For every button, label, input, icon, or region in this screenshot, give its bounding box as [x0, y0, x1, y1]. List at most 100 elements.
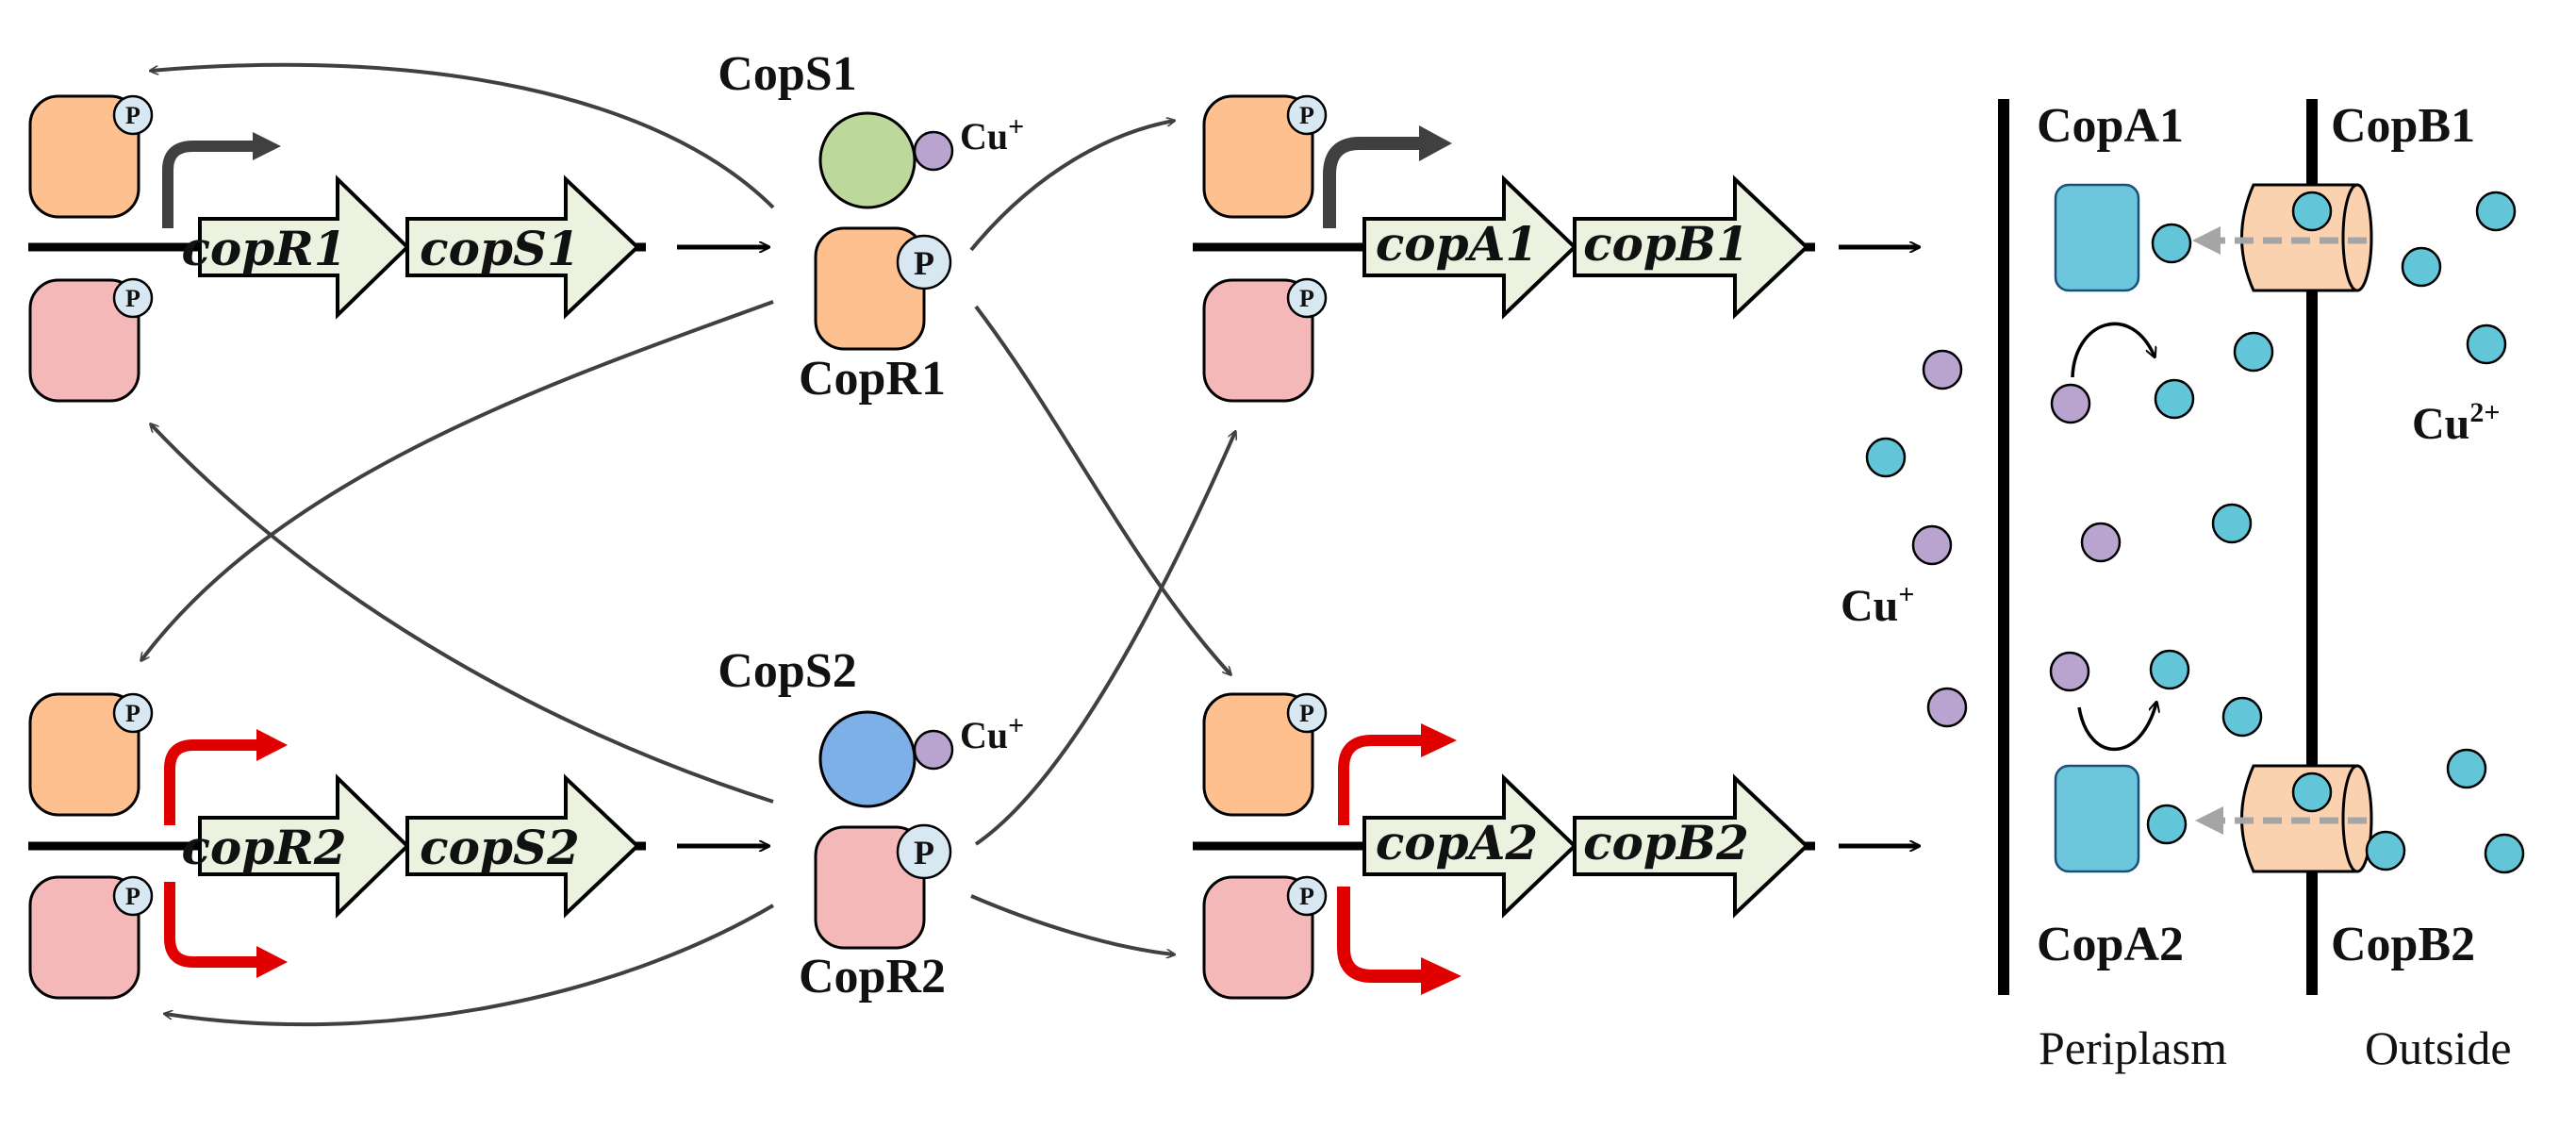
- phosphate-label: P: [125, 883, 140, 910]
- label-outside: Outside: [2365, 1021, 2512, 1074]
- cu-2plus-ion: [2233, 331, 2274, 373]
- label-copB1: CopB1: [2331, 99, 2475, 153]
- copR2-regulator: [814, 825, 926, 950]
- promoter-arrow-up: [1338, 735, 1424, 825]
- phosphate-label: P: [125, 102, 140, 129]
- promoter-arrow-head: [253, 132, 281, 160]
- cu-plus-ion: [2050, 383, 2091, 424]
- gene-label-copB2: copB2: [1583, 815, 1749, 871]
- arrow-copR1-to-copA2-promoter: [974, 305, 1230, 674]
- gene-label-copS2: copS2: [420, 820, 580, 875]
- phosphate-label: P: [1299, 883, 1314, 910]
- phosphate-label: P: [1299, 285, 1314, 312]
- oxidation-arrow: [2077, 703, 2156, 752]
- label-periplasm: Periplasm: [2039, 1021, 2227, 1074]
- gene-label-copR1: copR1: [181, 221, 346, 276]
- cu-2plus-ion: [1865, 437, 1907, 478]
- phosphate-icon: [112, 94, 154, 136]
- copR2-phospho-regulator: [28, 875, 140, 1000]
- arrow-copR2-to-copR2-promoter: [165, 904, 775, 1027]
- cu-2plus-ion: [2291, 771, 2333, 813]
- arrow-copR1-to-copR2-promoter: [141, 300, 774, 660]
- gene-arrow-copR1: [198, 174, 410, 320]
- gene-label-copA1: copA1: [1376, 216, 1538, 272]
- promoter-arrow-down: [164, 882, 259, 968]
- label-copS1: CopS1: [718, 47, 856, 101]
- gene-label-copR2: copR2: [181, 820, 346, 875]
- promoter-arrow-head: [256, 946, 288, 978]
- phosphate-label: P: [1299, 102, 1314, 129]
- gene-arrow-copA1: [1362, 174, 1577, 320]
- gene-arrow-copS2: [405, 773, 640, 919]
- operon-copA1-copB1: copA1 copB1 P P: [1193, 94, 1919, 403]
- gene-arrow-copB2: [1573, 773, 1809, 919]
- arrow-copR1-to-copR1-promoter: [151, 62, 775, 209]
- gene-arrow-copR2: [198, 773, 410, 919]
- promoter-arrow-down: [1337, 887, 1424, 983]
- gene-label-copA2: copA2: [1376, 815, 1538, 871]
- copR2-phospho-regulator: [28, 278, 140, 403]
- copR1-phospho-regulator: [1202, 94, 1314, 219]
- cu-2plus-ion: [2291, 191, 2333, 232]
- label-copA1: CopA1: [2037, 99, 2184, 153]
- gene-arrow-copB1: [1573, 174, 1809, 320]
- copA1-protein: [2054, 183, 2140, 292]
- cu-2plus-ion: [2466, 323, 2507, 365]
- phosphate-icon: [1286, 277, 1328, 319]
- copR1-phospho-regulator: [28, 692, 140, 817]
- phosphate-label: P: [1299, 700, 1314, 727]
- oxidation-arrow: [2071, 322, 2155, 378]
- copR2-phospho-regulator: [1202, 278, 1314, 403]
- cu-2plus-ion: [2149, 649, 2190, 690]
- cu-plus-ion: [1911, 524, 1953, 566]
- phosphate-icon: [1286, 692, 1328, 734]
- cu-2plus-ion: [2401, 246, 2442, 288]
- cu-plus-ion: [1922, 349, 1963, 390]
- cu-plus-ion: [913, 130, 954, 172]
- gene-arrow-copA2: [1362, 773, 1577, 919]
- copR2-phospho-regulator: [1202, 875, 1314, 1000]
- phosphate-label: P: [125, 285, 140, 312]
- cu-2plus-ion: [2146, 804, 2188, 845]
- cu-plus-ions: [1911, 349, 2122, 728]
- promoter-arrow: [1323, 137, 1422, 228]
- label-copR1: CopR1: [799, 352, 946, 406]
- arrow-copR1-to-copA1-promoter: [969, 121, 1174, 252]
- cu-2plus-ion: [2446, 748, 2487, 789]
- copR1-phospho-regulator: [28, 94, 140, 219]
- arrow-copR2-to-copA1-promoter: [974, 432, 1235, 846]
- regulatory-arrows: [141, 62, 1235, 1027]
- promoter-arrow-head: [1421, 723, 1457, 757]
- promoter-arrow-head: [256, 729, 288, 761]
- cu-2plus-ion: [2221, 696, 2263, 738]
- cu-plus-label: Cu+: [960, 111, 1024, 158]
- gene-label-copB1: copB1: [1583, 216, 1749, 272]
- phosphate-icon: [896, 823, 952, 880]
- copR1-phospho-regulator: [1202, 692, 1314, 817]
- label-copB2: CopB2: [2331, 918, 2475, 971]
- cu-2plus-ion: [2211, 503, 2253, 544]
- phosphate-icon: [112, 277, 154, 319]
- arrow-copR2-to-copA2-promoter: [970, 894, 1174, 954]
- transport-arrow-head: [2195, 806, 2223, 835]
- phosphate-icon: [1286, 875, 1328, 917]
- cu-2plus-ion: [2484, 833, 2525, 874]
- phosphate-icon: [112, 875, 154, 917]
- cu-2plus-region-label: Cu2+: [2412, 397, 2500, 449]
- cu-plus-ion: [1926, 687, 1968, 728]
- phosphate-label: P: [125, 700, 140, 727]
- copS1-kinase: [818, 111, 916, 209]
- promoter-arrow-head: [1421, 957, 1461, 995]
- copA2-protein: [2054, 764, 2140, 873]
- gene-label-copS1: copS1: [420, 221, 580, 276]
- cu-2plus-ion: [2151, 223, 2192, 264]
- phosphate-icon: [112, 692, 154, 734]
- cu-2plus-ion: [2154, 378, 2195, 420]
- gene-arrow-copS1: [405, 174, 640, 320]
- cu-2plus-ion: [2475, 191, 2517, 232]
- operon-copA2-copB2: copA2 copB2 P P: [1193, 692, 1919, 1000]
- promoter-arrow-up: [164, 739, 259, 825]
- arrow-copR2-to-copR1-promoter: [151, 424, 774, 804]
- two-component-system-1: CopS1 Cu+ P CopR1: [718, 47, 1024, 406]
